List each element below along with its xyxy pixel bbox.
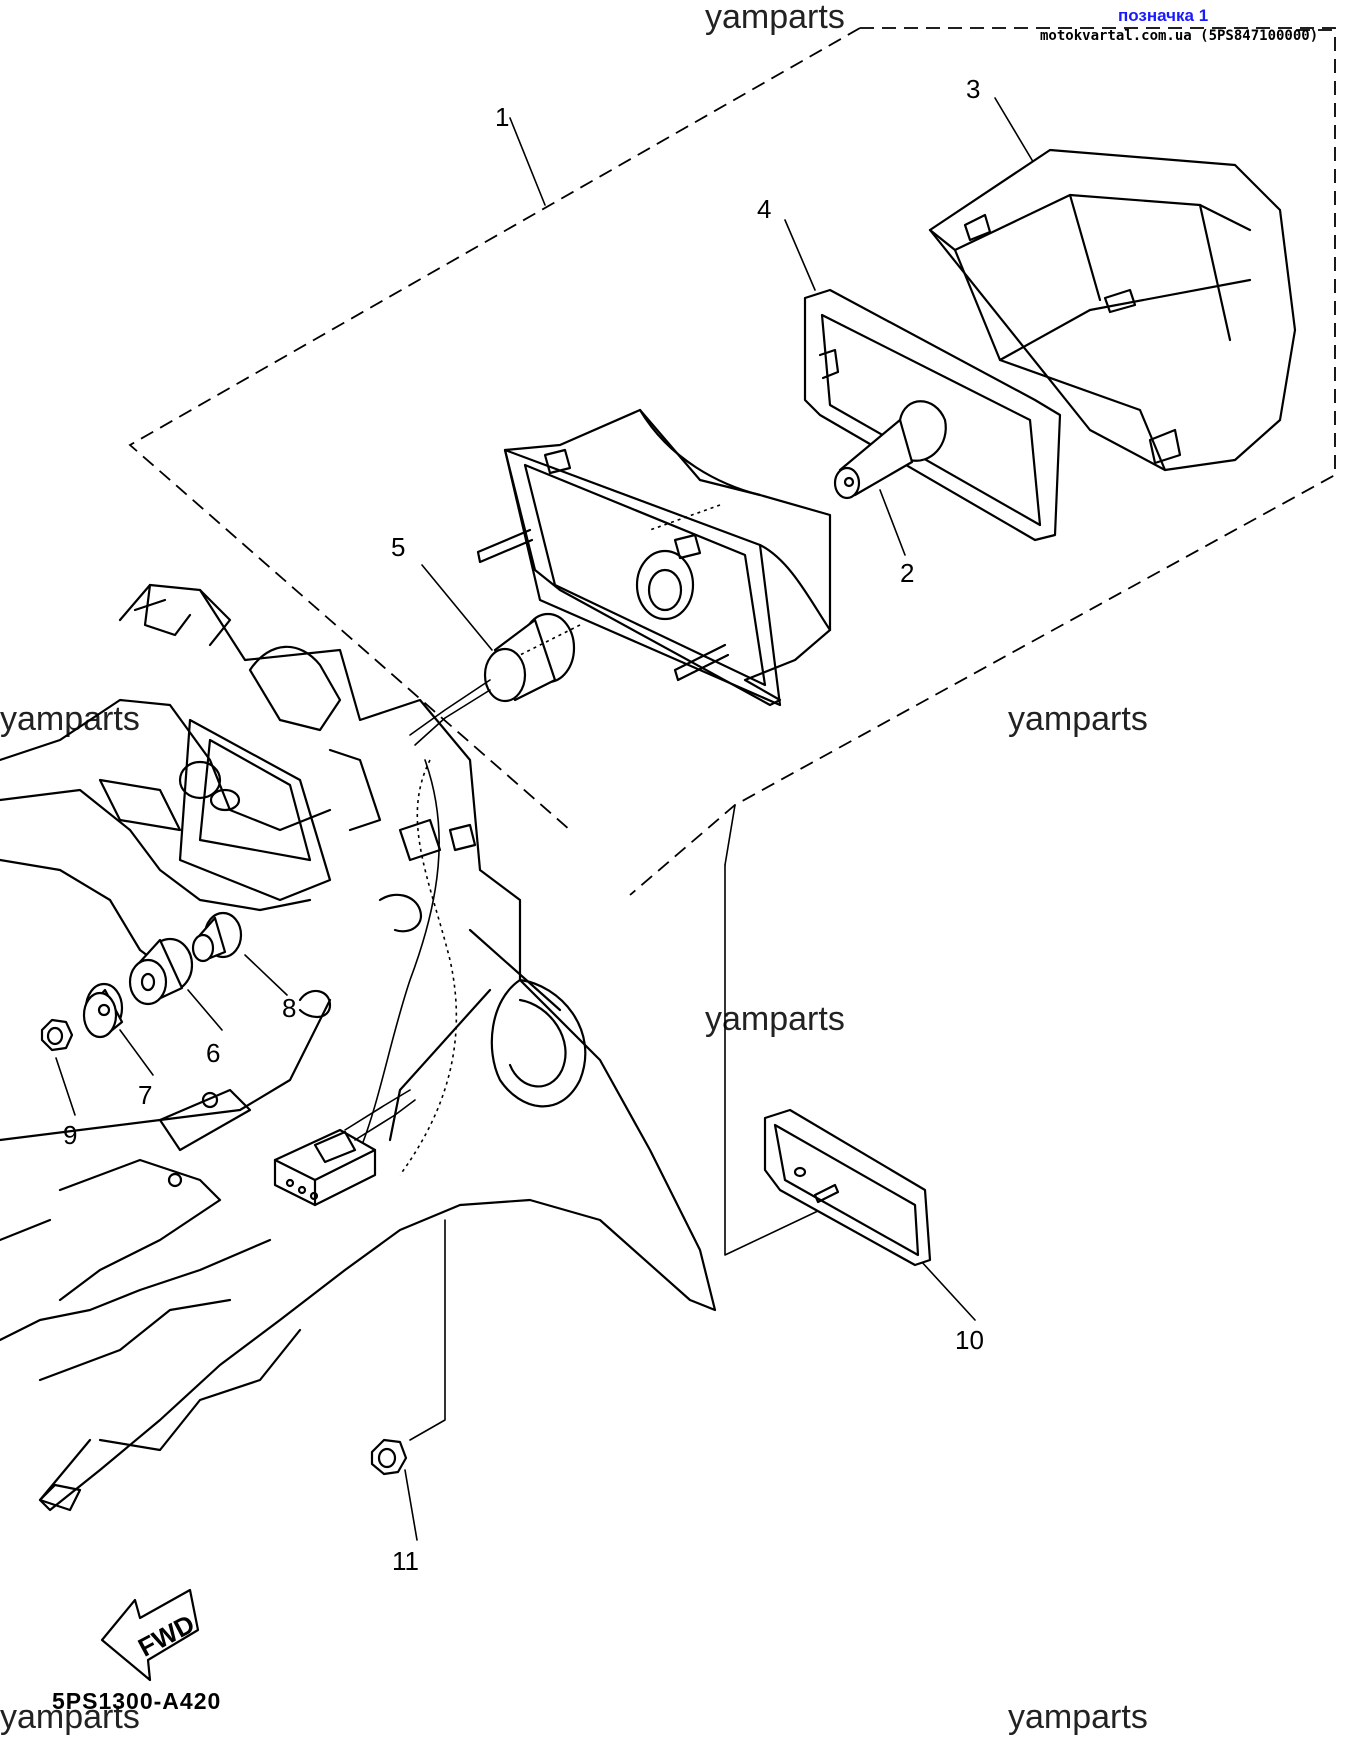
watermark: yamparts <box>705 0 845 36</box>
part-label-5: 5 <box>391 532 405 562</box>
part-label-4: 4 <box>757 194 771 224</box>
nut-11 <box>370 1438 408 1476</box>
wiring <box>359 504 721 1176</box>
bookmark-link[interactable]: позначка 1 <box>1118 6 1209 25</box>
watermark: yamparts <box>705 1000 845 1038</box>
watermark: yamparts <box>0 1698 140 1736</box>
diagram-code: 5PS1300-A420 <box>52 1688 222 1714</box>
watermark: yamparts <box>1008 700 1148 738</box>
part-label-10: 10 <box>955 1325 984 1355</box>
grommet-8 <box>191 911 243 963</box>
part-label-2: 2 <box>900 558 914 588</box>
bulb-socket <box>409 612 576 746</box>
site-caption: motokvartal.com.ua (5PS847100000) <box>1040 28 1319 44</box>
taillight-base <box>476 408 832 707</box>
fwd-arrow-icon: FWD <box>100 1588 199 1682</box>
damper-6 <box>128 937 194 1006</box>
watermark: yamparts <box>1008 1698 1148 1736</box>
watermark: yamparts <box>0 700 140 738</box>
tail-lens-housing <box>928 148 1297 472</box>
reflector-10 <box>763 1108 932 1267</box>
part-label-8: 8 <box>282 993 296 1023</box>
wire-connector <box>273 1089 416 1207</box>
bulb <box>833 400 947 500</box>
part-label-9: 9 <box>63 1120 77 1150</box>
part-label-11: 11 <box>392 1546 419 1576</box>
rear-frame <box>0 583 717 1512</box>
part-label-1: 1 <box>495 102 509 132</box>
part-labels: 1 2 3 4 5 6 7 8 9 10 11 <box>63 74 984 1576</box>
leader-lines <box>55 97 1036 1541</box>
washer-7 <box>82 982 124 1039</box>
part-label-6: 6 <box>206 1038 220 1068</box>
nut-9 <box>40 1018 74 1052</box>
part-label-7: 7 <box>138 1080 152 1110</box>
assembly-outline <box>128 27 1336 896</box>
part-label-3: 3 <box>966 74 980 104</box>
